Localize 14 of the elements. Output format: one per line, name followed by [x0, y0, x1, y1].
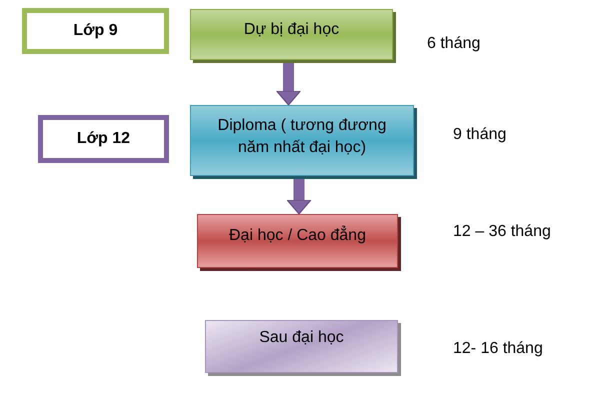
node-label: Lớp 9	[73, 21, 118, 41]
node-label: Sau đại học	[259, 328, 344, 348]
node-label: Lớp 12	[76, 129, 130, 149]
duration-label: 9 tháng	[453, 126, 506, 144]
duration-label: 12 – 36 tháng	[453, 223, 551, 241]
node-label: Dự bị đại học	[244, 20, 340, 40]
grade-box	[38, 115, 169, 163]
arrow	[276, 61, 301, 106]
duration-label: 12- 16 tháng	[453, 340, 543, 358]
arrow	[286, 177, 312, 214]
node-label: Đại học / Cao đẳng	[229, 225, 366, 246]
node-label: Diploma ( tương đương năm nhất đại học)	[217, 116, 387, 158]
grade-box	[22, 8, 169, 54]
duration-label: 6 tháng	[427, 35, 480, 53]
